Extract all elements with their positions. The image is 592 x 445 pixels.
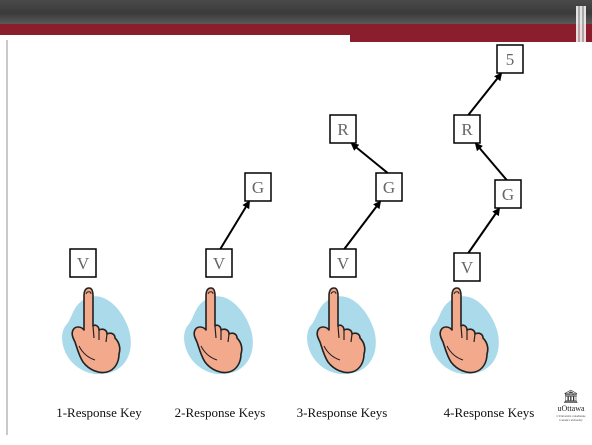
response-key-r: R — [330, 115, 356, 143]
pointing-hand-icon — [430, 288, 499, 374]
transition-arrow — [344, 202, 380, 249]
response-key-v: V — [70, 249, 96, 277]
pointing-hand-icon — [307, 288, 376, 374]
panel-caption: 4-Response Keys — [419, 404, 559, 422]
response-key-label: V — [337, 254, 350, 273]
response-key-label: G — [502, 185, 514, 204]
response-key-label: V — [77, 254, 90, 273]
response-key-label: 5 — [506, 50, 515, 69]
response-key-g: G — [245, 173, 271, 201]
university-building-icon: 🏛 — [553, 390, 589, 404]
response-key-g: G — [495, 180, 521, 208]
transition-arrow — [476, 144, 507, 180]
response-key-v: V — [454, 253, 480, 281]
panel-caption: 1-Response Key — [34, 404, 164, 422]
response-key-label: V — [461, 258, 474, 277]
response-key-r: R — [454, 115, 480, 143]
panel-caption: 2-Response Keys — [155, 404, 285, 422]
response-key-label: G — [383, 178, 395, 197]
logo-name: uOttawa — [553, 404, 589, 414]
transition-arrow — [468, 209, 499, 253]
response-key-5: 5 — [497, 45, 523, 73]
logo-tagline: L'Université canadienne Canada's univers… — [553, 414, 589, 422]
response-key-label: R — [461, 120, 473, 139]
response-key-v: V — [330, 249, 356, 277]
panel-caption: 3-Response Keys — [277, 404, 407, 422]
transition-arrow — [220, 202, 249, 249]
pointing-hand-icon — [184, 288, 253, 374]
logo-tagline-en: Canada's university — [553, 418, 589, 422]
response-key-label: V — [213, 254, 226, 273]
transition-arrow — [468, 74, 501, 115]
response-key-label: R — [337, 120, 349, 139]
transition-arrow — [352, 144, 388, 173]
pointing-hand-icon — [62, 288, 131, 374]
response-key-label: G — [252, 178, 264, 197]
uottawa-logo: 🏛 uOttawa L'Université canadienne Canada… — [553, 390, 589, 422]
response-key-v: V — [206, 249, 232, 277]
response-key-g: G — [376, 173, 402, 201]
